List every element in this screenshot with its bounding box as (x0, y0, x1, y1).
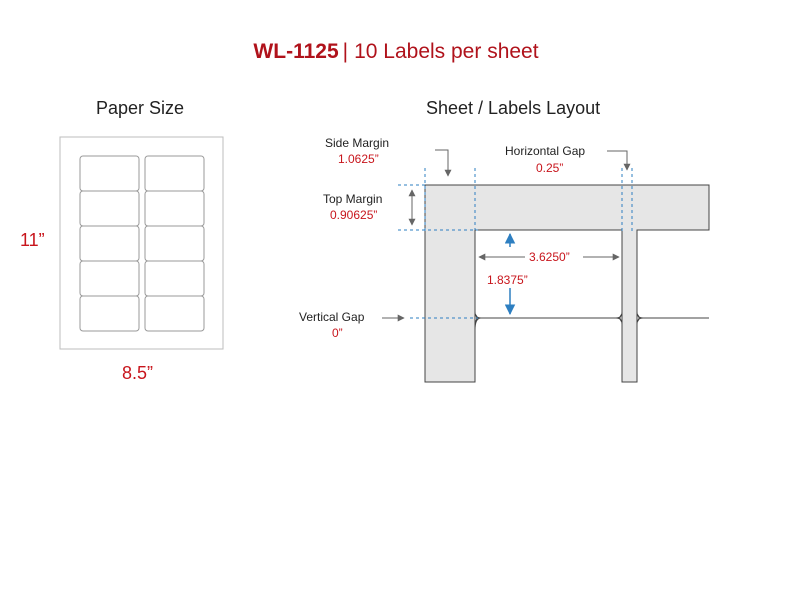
label-cell (144, 190, 205, 227)
label-junction (619, 313, 623, 323)
layout-diagram: Side Margin 1.0625” Top Margin 0.90625” … (299, 136, 710, 383)
label-cell (144, 155, 205, 192)
page-title: WL-1125|10 Labels per sheet (0, 40, 792, 64)
label-shape (474, 317, 623, 382)
product-code: WL-1125 (253, 40, 339, 63)
label-junction (636, 313, 640, 323)
label-shape (636, 317, 709, 382)
label-cell (79, 155, 140, 192)
label-grid (79, 155, 205, 332)
label-cell (79, 190, 140, 227)
layout-heading: Sheet / Labels Layout (426, 98, 601, 118)
side-margin-value: 1.0625” (338, 152, 379, 166)
label-cell (144, 260, 205, 297)
horizontal-gap-name: Horizontal Gap (505, 144, 585, 158)
label-cell (144, 295, 205, 332)
horizontal-gap-value: 0.25” (536, 161, 563, 175)
vertical-gap-name: Vertical Gap (299, 310, 365, 324)
paper-width-label: 8.5” (122, 363, 153, 383)
paper-size-heading: Paper Size (96, 98, 185, 118)
side-margin-arrow (435, 149, 452, 177)
top-margin-value: 0.90625” (330, 208, 377, 222)
paper-thumbnail: 11” 8.5” (20, 136, 224, 383)
label-height-value: 1.8375” (487, 273, 528, 287)
horizontal-gap-arrow (607, 150, 631, 171)
label-shape (636, 229, 709, 319)
guide-lines (398, 168, 633, 319)
label-cell (79, 295, 140, 332)
label-cell (79, 260, 140, 297)
top-margin-name: Top Margin (323, 192, 382, 206)
label-cell (144, 225, 205, 262)
label-cell (79, 225, 140, 262)
paper-height-label: 11” (20, 230, 45, 250)
side-margin-name: Side Margin (325, 136, 389, 150)
product-subtitle: 10 Labels per sheet (354, 40, 539, 63)
label-width-value: 3.6250” (529, 250, 570, 264)
title-separator: | (342, 40, 349, 63)
vertical-gap-value: 0” (332, 326, 343, 340)
